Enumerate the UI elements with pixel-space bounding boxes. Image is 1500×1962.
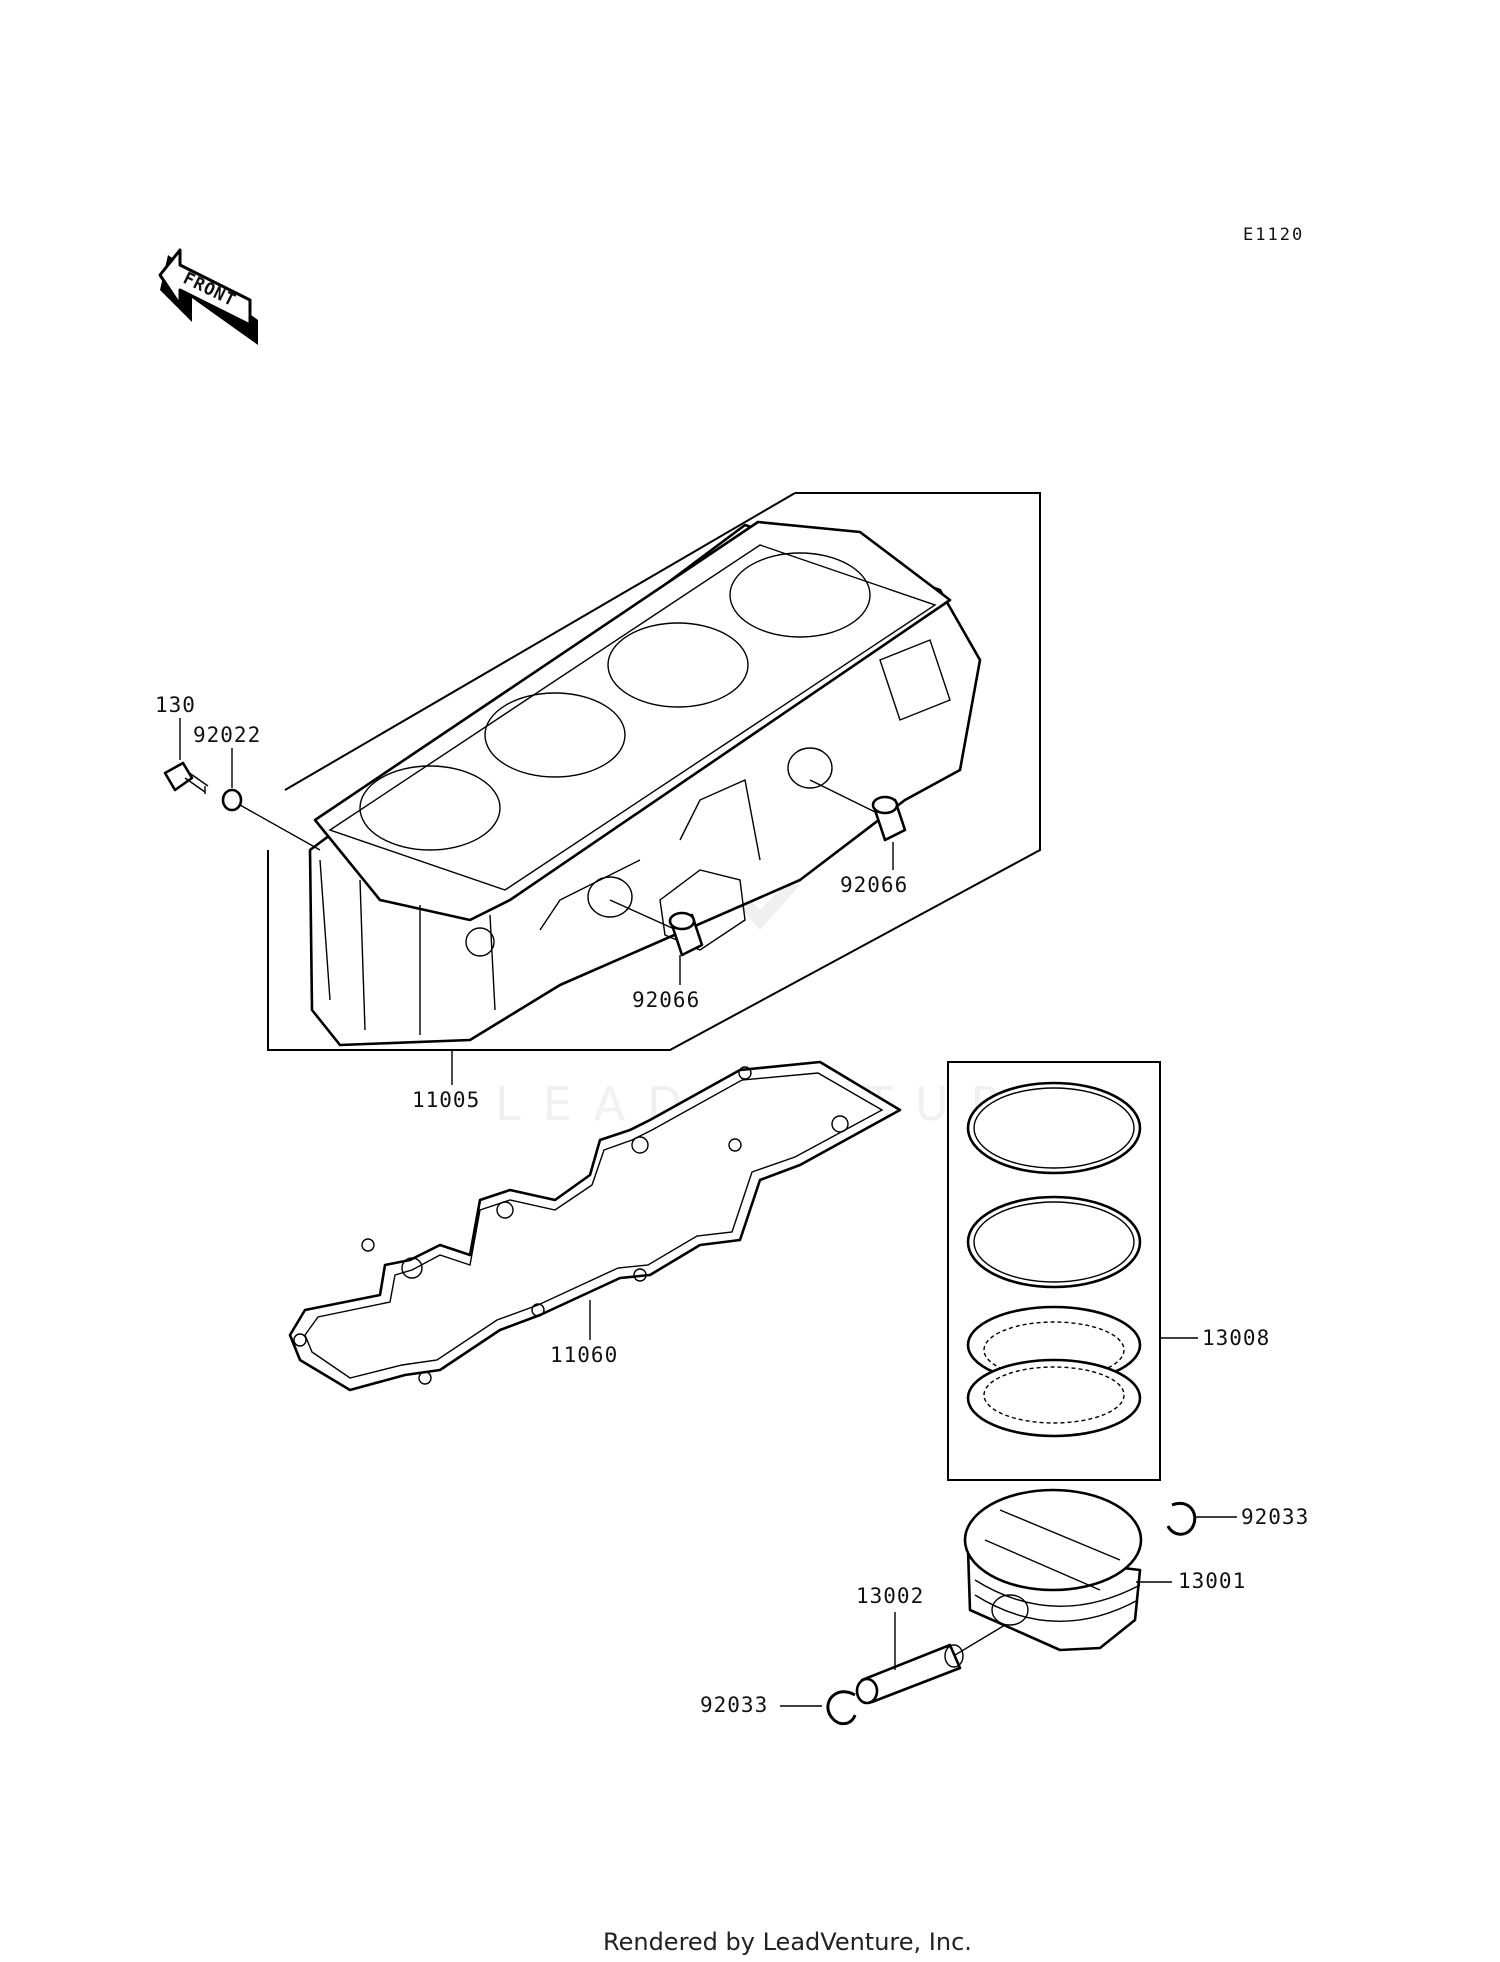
dowel-92066-right [871,795,907,842]
front-arrow-icon: FRONT [158,248,258,345]
callout-13008: 13008 [1202,1326,1270,1350]
circlip-92033-right [1166,1501,1197,1536]
callout-130: 130 [155,693,196,717]
cylinder-block [308,520,982,1047]
callout-13001: 13001 [1178,1569,1246,1593]
gasket-11060 [288,1060,902,1392]
circlip-92033-left [826,1690,857,1726]
washer-92022 [221,788,243,812]
ring-set-box [947,1061,1161,1481]
piston-pin-13002 [855,1643,964,1705]
bolt-130 [163,761,209,794]
callout-92066-left: 92066 [632,988,700,1012]
callout-92022: 92022 [193,723,261,747]
cylinder-group-bracket [267,492,1041,1051]
callout-92033-left: 92033 [700,1693,768,1717]
piston-ring-set-13008 [966,1081,1142,1438]
diagram-code: E1120 [1243,225,1304,245]
dowel-92066-left [668,911,704,957]
piston-13001 [963,1488,1143,1652]
callout-13002: 13002 [856,1584,924,1608]
callout-11005: 11005 [412,1088,480,1112]
callout-92033-right: 92033 [1241,1505,1309,1529]
footer-credit: Rendered by LeadVenture, Inc. [603,1928,972,1956]
callout-92066-right: 92066 [840,873,908,897]
callout-11060: 11060 [550,1343,618,1367]
